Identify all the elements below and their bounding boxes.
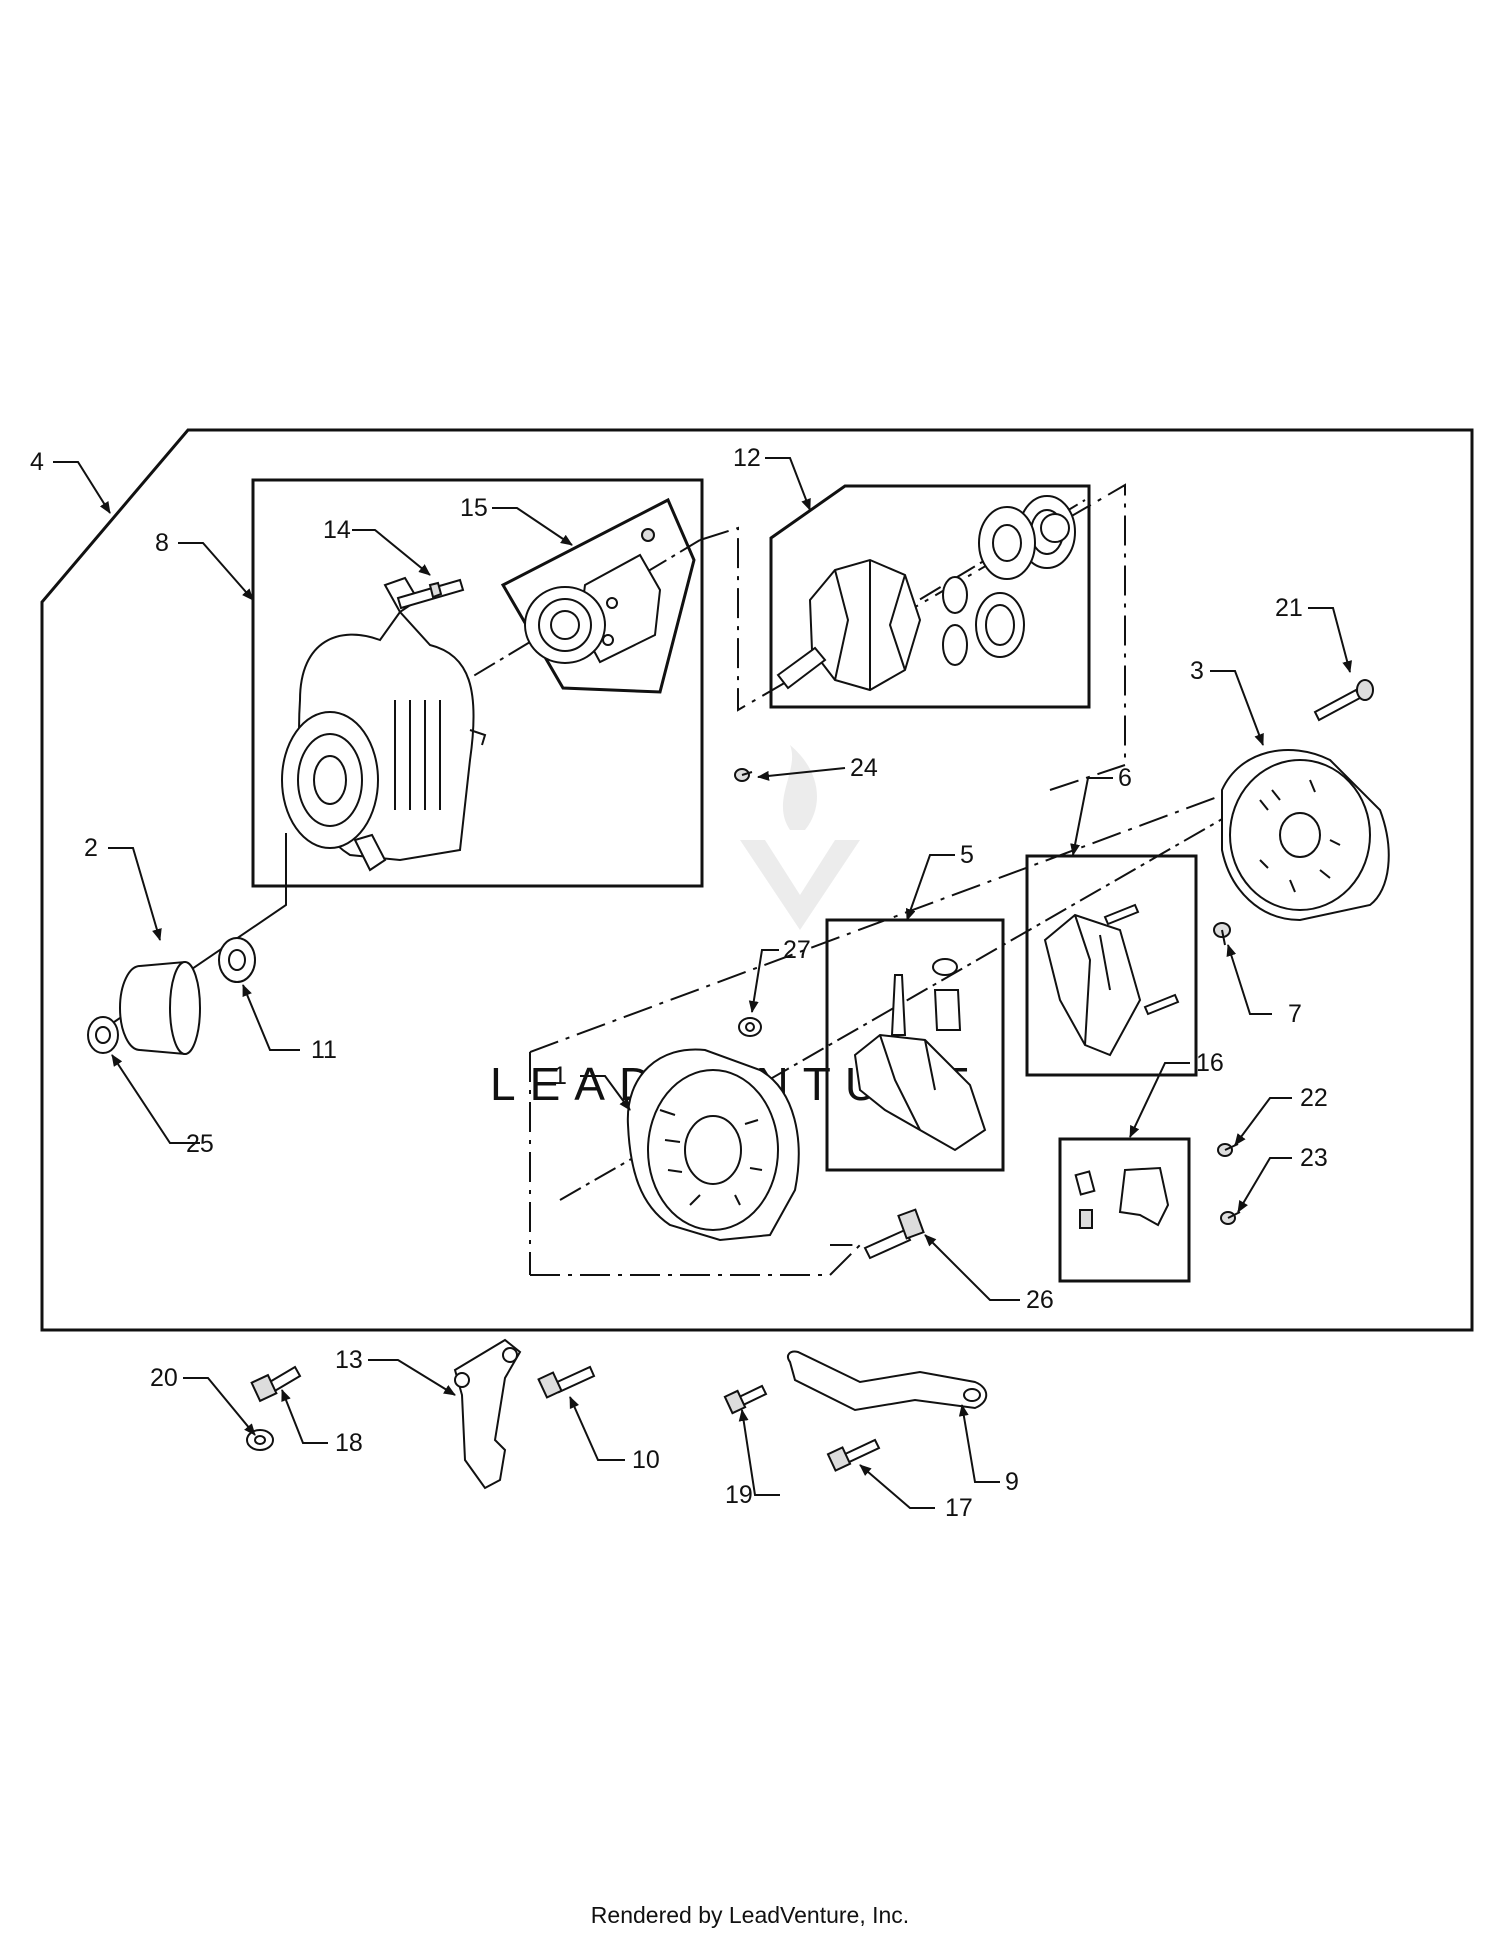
bearing-retainer	[524, 528, 662, 664]
callout-17: 17	[945, 1494, 973, 1522]
subassembly-box-15	[500, 497, 696, 694]
subassembly-box-12	[769, 484, 1091, 709]
callout-16: 16	[1196, 1049, 1224, 1077]
pulley-nut	[87, 1016, 119, 1054]
nut-20	[246, 1429, 274, 1451]
subassembly-box-6	[1025, 854, 1198, 1077]
rear-housing	[626, 1048, 800, 1242]
brush-holder	[853, 958, 987, 1152]
callout-24: 24	[850, 754, 878, 782]
callout-23: 23	[1300, 1144, 1328, 1172]
bolt-10	[537, 1365, 596, 1399]
alternator-assembly-outline	[40, 428, 1474, 1332]
rotor	[776, 495, 1076, 692]
screws-22-23	[1217, 1143, 1241, 1225]
callout-20: 20	[150, 1364, 178, 1392]
bolt-26	[863, 1208, 925, 1260]
bolt-18	[250, 1365, 302, 1403]
adjusting-bracket	[787, 1350, 988, 1412]
nut-27	[738, 1017, 762, 1037]
callout-11: 11	[311, 1036, 337, 1064]
callout-4: 4	[30, 448, 44, 476]
rectifier	[1043, 903, 1180, 1057]
callout-labels: 4 8 14 15 12 21 3 6 5 24 2 11 25 7 27 1 …	[30, 444, 1328, 1522]
callout-19: 19	[725, 1481, 753, 1509]
screw-24	[734, 768, 753, 782]
subassembly-box-16	[1058, 1137, 1191, 1283]
brush-kit	[1074, 1166, 1170, 1229]
rear-cover	[1221, 749, 1390, 922]
callout-26: 26	[1026, 1286, 1054, 1314]
callout-1: 1	[553, 1062, 567, 1090]
leader-lines	[53, 457, 1353, 1509]
pulley	[119, 960, 201, 1056]
callout-7: 7	[1288, 1000, 1302, 1028]
callout-21: 21	[1275, 594, 1303, 622]
callout-25: 25	[186, 1130, 214, 1158]
render-credit: Rendered by LeadVenture, Inc.	[590, 1902, 910, 1928]
callout-2: 2	[84, 834, 98, 862]
through-bolt	[1313, 679, 1374, 722]
spacer	[218, 937, 256, 983]
bolt-19	[723, 1384, 768, 1415]
callout-18: 18	[335, 1429, 363, 1457]
callout-13: 13	[335, 1346, 363, 1374]
callout-6: 6	[1118, 764, 1132, 792]
bolt-17	[826, 1438, 881, 1472]
callout-22: 22	[1300, 1084, 1328, 1112]
callout-5: 5	[960, 841, 974, 869]
callout-10: 10	[632, 1446, 660, 1474]
callout-14: 14	[323, 516, 351, 544]
subassembly-box-8	[251, 478, 704, 888]
callout-3: 3	[1190, 657, 1204, 685]
callout-15: 15	[460, 494, 488, 522]
callout-8: 8	[155, 529, 169, 557]
front-housing	[281, 576, 487, 872]
callout-27: 27	[783, 936, 811, 964]
screw-7	[1213, 922, 1231, 946]
bracket-13	[453, 1338, 522, 1490]
stud	[396, 578, 465, 610]
callout-9: 9	[1005, 1468, 1019, 1496]
callout-12: 12	[733, 444, 761, 472]
